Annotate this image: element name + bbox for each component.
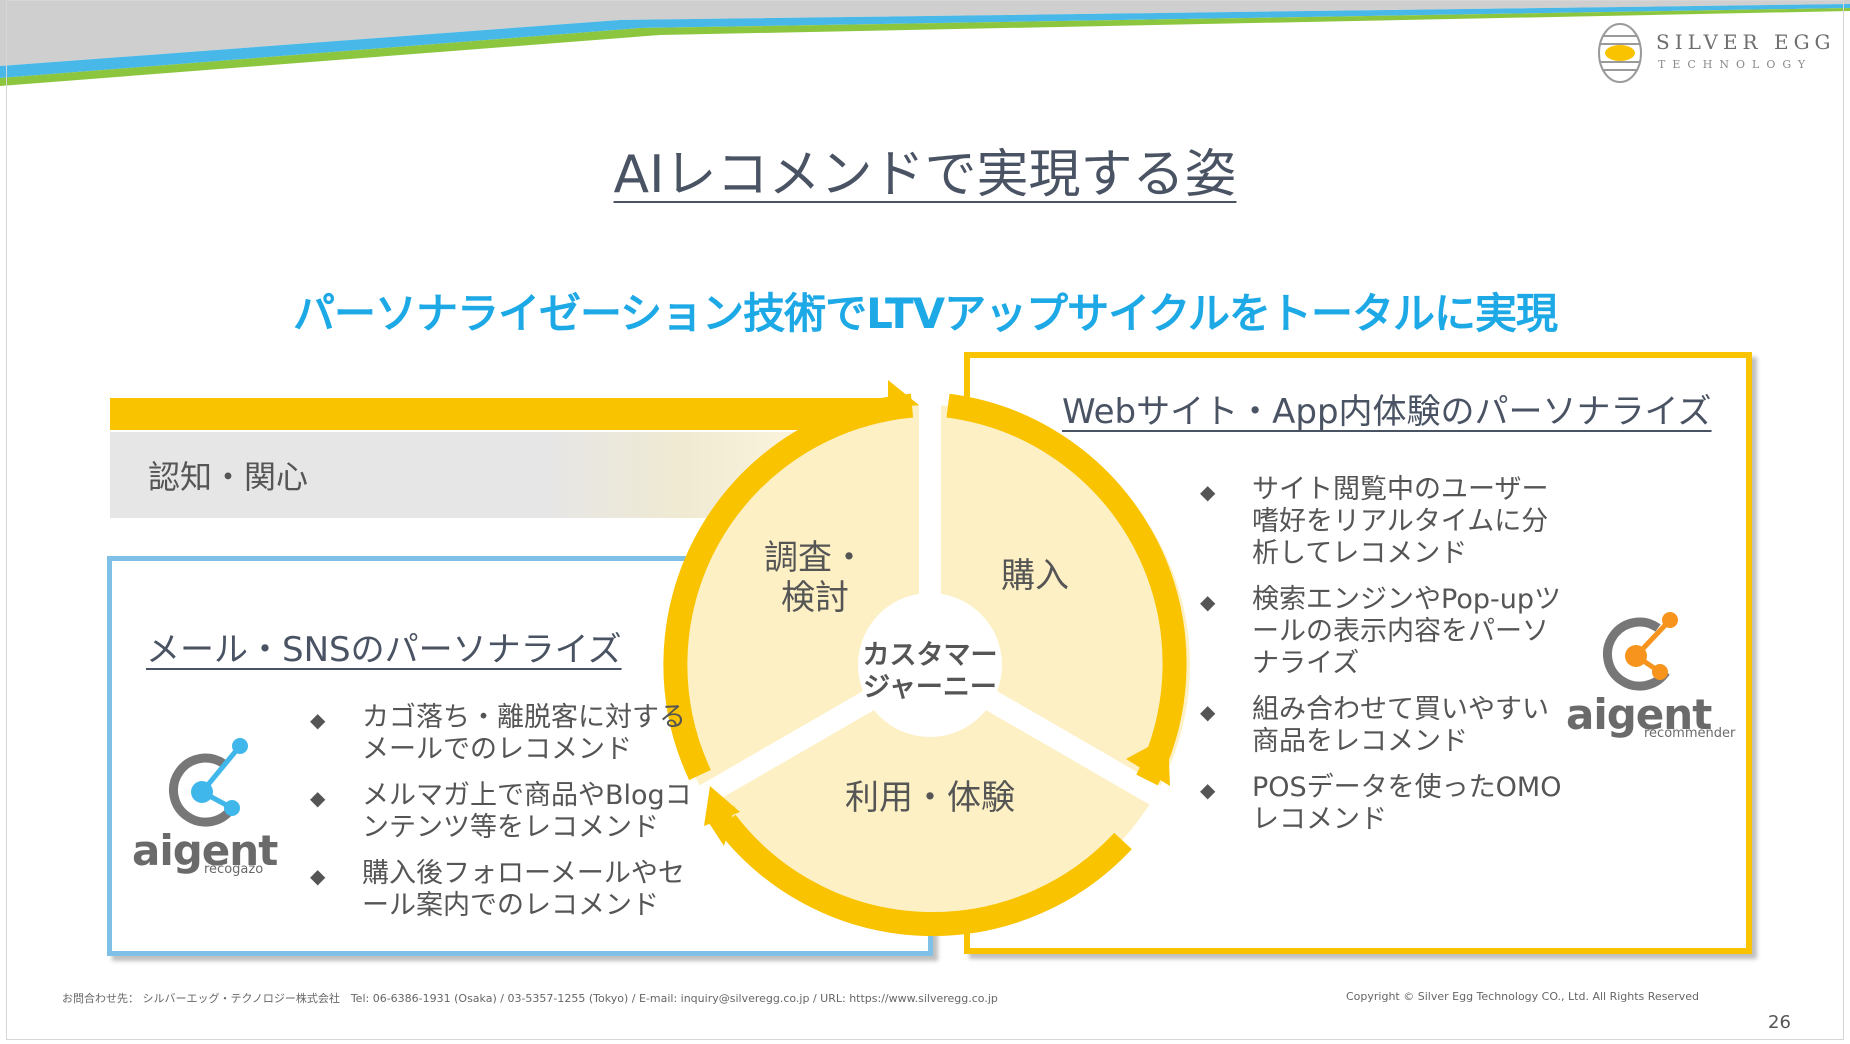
stage-purchase-label: 購入 (1001, 556, 1069, 596)
mail-bullet-item: ◆メルマガ上で商品やBlogコンテンツ等をレコメンド (310, 780, 692, 843)
page-number: 26 (1768, 1012, 1791, 1033)
customer-journey-label: カスタマージャーニー (862, 640, 998, 703)
logo-text-sub: TECHNOLOGY (1658, 58, 1813, 71)
aigent-recommender-icon (1603, 612, 1678, 691)
diamond-bullet-icon: ◆ (310, 864, 326, 888)
page-title: AIレコメンドで実現する姿 (613, 145, 1237, 205)
web-section-heading: Webサイト・App内体験のパーソナライズ (1062, 392, 1712, 432)
page-subtitle: パーソナライゼーション技術でLTVアップサイクルをトータルに実現 (292, 289, 1558, 338)
diamond-bullet-icon: ◆ (1200, 480, 1216, 504)
web-bullet-item: ◆検索エンジンやPop-upツールの表示内容をパーソナライズ (1200, 584, 1561, 679)
egg-logo-icon (1598, 23, 1642, 83)
diamond-bullet-icon: ◆ (1200, 778, 1216, 802)
aigent-recogazo-icon (169, 738, 248, 827)
stage-use-label: 利用・体験 (845, 778, 1015, 818)
web-bullet-list: ◆サイト閲覧中のユーザー嗜好をリアルタイムに分析してレコメンド ◆検索エンジンや… (1200, 474, 1570, 850)
diamond-bullet-icon: ◆ (1200, 700, 1216, 724)
aigent-recogazo-sub: recogazo (204, 862, 264, 877)
footer-contact: お問合わせ先： シルバーエッグ・テクノロジー株式会社 Tel: 06-6386-… (62, 992, 998, 1005)
web-bullet-item: ◆POSデータを使ったOMOレコメンド (1200, 772, 1562, 835)
diamond-bullet-icon: ◆ (310, 708, 326, 732)
footer-copyright: Copyright © Silver Egg Technology CO., L… (1346, 990, 1699, 1003)
aigent-recommender-word: aigent (1566, 690, 1712, 739)
silver-egg-logo: SILVER EGG TECHNOLOGY (1596, 22, 1836, 88)
mail-bullet-list: ◆カゴ落ち・離脱客に対するメールでのレコメンド ◆メルマガ上で商品やBlogコン… (310, 702, 710, 936)
mail-section-heading: メール・SNSのパーソナライズ (146, 630, 622, 670)
web-bullet-item: ◆組み合わせて買いやすい商品をレコメンド (1200, 694, 1549, 757)
aigent-recommender-sub: recommender (1644, 726, 1736, 741)
logo-text-main: SILVER EGG (1656, 30, 1836, 54)
mail-bullet-item: ◆購入後フォローメールやセール案内でのレコメンド (310, 858, 685, 921)
web-bullet-item: ◆サイト閲覧中のユーザー嗜好をリアルタイムに分析してレコメンド (1200, 474, 1549, 569)
header-swoosh (0, 0, 1850, 86)
diamond-bullet-icon: ◆ (1200, 590, 1216, 614)
awareness-band (110, 432, 810, 518)
stage-research-label: 調査・検討 (764, 538, 866, 618)
aigent-recogazo-word: aigent (132, 826, 278, 875)
diamond-bullet-icon: ◆ (310, 786, 326, 810)
awareness-label: 認知・関心 (148, 458, 309, 496)
mail-bullet-item: ◆カゴ落ち・離脱客に対するメールでのレコメンド (310, 702, 686, 765)
